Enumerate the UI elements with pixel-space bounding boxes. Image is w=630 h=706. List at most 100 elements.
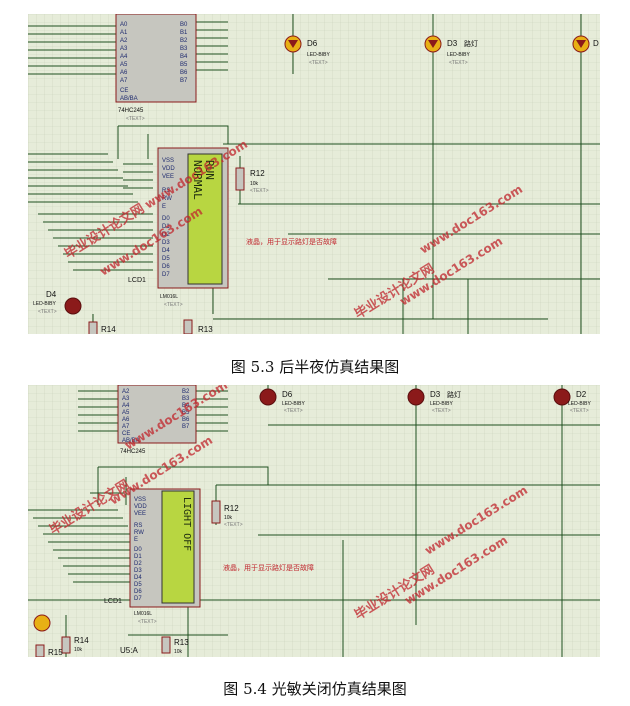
lcd2-pin-d7: D7 [134, 596, 142, 602]
resistor-r12: R12 10k <TEXT> [235, 156, 269, 204]
lcd2-pin-d2: D2 [134, 561, 142, 567]
resistor2-r12: R12 10k <TEXT> [211, 500, 243, 528]
lcd-pin-d0: D0 [162, 216, 170, 222]
ic2-pin-b3: B3 [182, 396, 190, 402]
ic2-pin-b6: B6 [182, 417, 190, 423]
ic-pin-b6: B6 [180, 70, 188, 76]
led2-d3-tag: <TEXT> [432, 408, 451, 414]
led-d-partial-ref: D [593, 39, 599, 48]
ic-pin-abba: AB/BA [120, 96, 138, 102]
grid-background-2 [28, 385, 600, 657]
ic2-pin-a2: A2 [122, 389, 130, 395]
ic2-pin-b4: B4 [182, 403, 190, 409]
lcd-pin-rw: RW [162, 196, 172, 202]
schematic-figure-2: A2 A3 A4 A5 A6 A7 B2 B3 B4 B5 B6 B7 CE A… [28, 385, 600, 657]
r14b-value: 10k [74, 647, 83, 653]
lcd-part: LM016L [160, 294, 178, 300]
lcd2-ref: LCD1 [104, 598, 122, 605]
r13b-value: 10k [174, 649, 183, 655]
ic-pin-a2: A2 [120, 38, 128, 44]
ic2-pin-b2: B2 [182, 389, 190, 395]
ic-pin-a5: A5 [120, 62, 128, 68]
lcd2-pin-d3: D3 [134, 568, 142, 574]
ic2-pin-a6: A6 [122, 417, 130, 423]
ic2-pin-ce: CE [122, 431, 130, 437]
ic2-part-name: 74HC245 [120, 449, 146, 455]
lcd2-pin-rs: RS [134, 523, 142, 529]
r12b-tag: <TEXT> [224, 522, 243, 528]
led-d6-tag: <TEXT> [309, 60, 328, 66]
r12-ref: R12 [250, 169, 265, 178]
lcd-line2: NORMAL [191, 160, 204, 200]
lcd-pin-d4: D4 [162, 248, 170, 254]
ic-pin-b4: B4 [180, 54, 188, 60]
led-d6-part: LED-BIBY [307, 52, 330, 58]
lcd2-pin-rw: RW [134, 530, 144, 536]
led-d4: D4 LED-BIBY <TEXT> [33, 290, 82, 315]
led2-d2-ref: D2 [576, 390, 587, 399]
resistor2-r14: R14 10k [61, 636, 89, 654]
r12b-value: 10k [224, 515, 233, 521]
ic-pin-ce: CE [120, 88, 128, 94]
lcd-pin-rs: RS [162, 188, 170, 194]
r15-ref: R15 [48, 648, 63, 657]
lcd-pin-d5: D5 [162, 256, 170, 262]
led-d3-label: 路灯 [464, 39, 478, 48]
r13-ref: R13 [198, 325, 213, 334]
ic-text-tag: <TEXT> [126, 116, 145, 122]
led2-d2-tag: <TEXT> [570, 408, 589, 414]
lcd-note: 液晶，用于显示路灯是否故障 [246, 237, 337, 246]
ic-pin-b3: B3 [180, 46, 188, 52]
led2-d6-tag: <TEXT> [284, 408, 303, 414]
led-d4-part: LED-BIBY [33, 301, 56, 307]
led2-d3: D3 路灯 LED-BIBY <TEXT> [407, 388, 461, 414]
ic-part-name: 74HC245 [118, 108, 144, 114]
r12b-ref: R12 [224, 504, 239, 513]
lcd2-pin-d4: D4 [134, 575, 142, 581]
ic2-pin-abba: AB/BA [122, 438, 140, 444]
lcd2-line1: LIGHT OFF [181, 497, 192, 551]
led2-d3-label: 路灯 [447, 390, 461, 399]
lcd2-lm016l: VSS VDD VEE RS RW E D0 D1 D2 D3 D4 D5 D6… [104, 488, 201, 625]
ic2-pin-a5: A5 [122, 410, 130, 416]
resistor2-r15: R15 [35, 644, 63, 657]
led2-d6-ref: D6 [282, 390, 293, 399]
lcd2-pin-d0: D0 [134, 547, 142, 553]
ic-pin-a4: A4 [120, 54, 128, 60]
ic-pin-b1: B1 [180, 30, 188, 36]
lcd2-pin-vdd: VDD [134, 504, 147, 510]
led2-d2: D2 LED-BIBY <TEXT> [553, 388, 591, 414]
led2-d3-part: LED-BIBY [430, 401, 453, 407]
ic-pin-a3: A3 [120, 46, 128, 52]
wires [28, 14, 600, 334]
lcd-pin-vss: VSS [162, 158, 174, 164]
lcd2-pin-d5: D5 [134, 582, 142, 588]
schematic-figure-1: A0 A1 A2 A3 A4 A5 A6 A7 B0 B1 B2 B3 B4 B… [28, 14, 600, 334]
ic-pin-b7: B7 [180, 78, 188, 84]
lcd-pin-d1: D1 [162, 224, 170, 230]
r12-value: 10k [250, 181, 259, 187]
ic2-pin-a4: A4 [122, 403, 130, 409]
led2-d3-ref: D3 [430, 390, 441, 399]
resistor-r13: R13 [183, 319, 213, 334]
led-d3-part: LED-BIBY [447, 52, 470, 58]
ic2-pin-a3: A3 [122, 396, 130, 402]
lcd2-pin-d1: D1 [134, 554, 142, 560]
lcd-pin-e: E [162, 204, 166, 210]
lcd-pin-d2: D2 [162, 232, 170, 238]
led-d6: D6 LED-BIBY <TEXT> [284, 14, 330, 66]
r12-tag: <TEXT> [250, 188, 269, 194]
lcd-pin-vee: VEE [162, 174, 174, 180]
lcd2-note: 液晶，用于显示路灯是否故障 [223, 563, 314, 572]
ic-pin-a7: A7 [120, 78, 128, 84]
ic2-pin-b5: B5 [182, 410, 190, 416]
ic-74hc245: A0 A1 A2 A3 A4 A5 A6 A7 B0 B1 B2 B3 B4 B… [115, 14, 197, 122]
lcd-ref: LCD1 [128, 277, 146, 284]
ic2-pin-b7: B7 [182, 424, 190, 430]
led-d3-ref: D3 [447, 39, 458, 48]
led-d-partial: D [572, 35, 599, 53]
lcd2-pin-vss: VSS [134, 497, 146, 503]
figure-caption-1: 图 5.3 后半夜仿真结果图 [230, 358, 400, 376]
r14-ref: R14 [101, 325, 116, 334]
lcd2-pin-d6: D6 [134, 589, 142, 595]
